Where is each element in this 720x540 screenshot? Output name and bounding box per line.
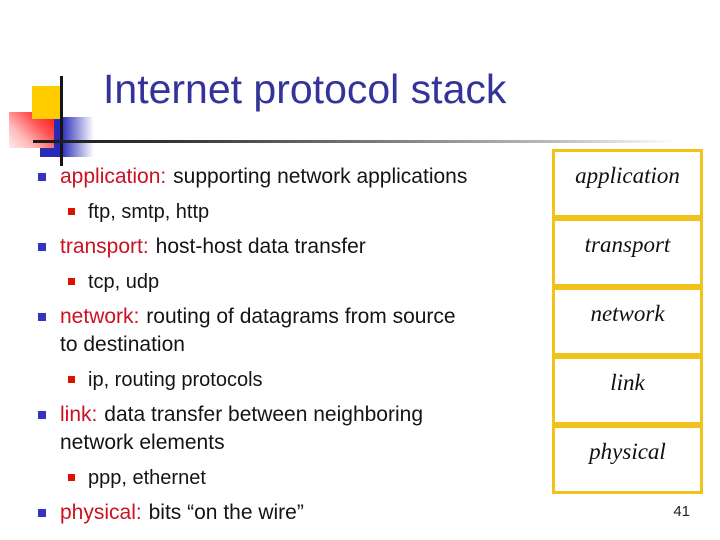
list-item-network: network:routing of datagrams from source… [36,303,541,359]
bullet-square-l1-icon [38,313,46,321]
stack-layer-transport: transport [552,218,703,287]
item-text: bits “on the wire” [148,501,304,524]
item-text: ip, routing protocols [88,369,263,391]
list-subitem-app-protocols: ftp, smtp, http [66,198,541,226]
item-text: host-host data transfer [155,235,366,258]
stack-layer-network: network [552,287,703,356]
bullet-square-l2-icon [68,474,75,481]
keyword-label: application: [60,165,167,188]
list-subitem-network-protocols: ip, routing protocols [66,366,541,394]
keyword-label: transport: [60,235,149,258]
slide-title: Internet protocol stack [103,66,507,112]
bullet-square-l2-icon [68,376,75,383]
keyword-label: network: [60,305,140,328]
bullet-square-l1-icon [38,509,46,517]
keyword-label: physical: [60,501,142,524]
logo-yellow-square-icon [32,86,62,119]
list-subitem-link-protocols: ppp, ethernet [66,464,541,492]
stack-layer-link: link [552,356,703,425]
title-divider-rule [33,140,700,143]
bullet-list: application: supporting network applicati… [36,163,541,534]
list-subitem-transport-protocols: tcp, udp [66,268,541,296]
item-text: supporting network applications [173,165,468,188]
keyword-label: link: [60,403,98,426]
item-text: ftp, smtp, http [88,201,210,223]
item-text: data transfer between neighboring networ… [60,403,424,454]
list-item-transport: transport: host-host data transfer [36,233,541,261]
stack-layer-physical: physical [552,425,703,494]
bullet-square-l1-icon [38,411,46,419]
logo-crosshair-vertical-line [60,76,63,166]
page-number: 41 [673,503,690,520]
list-item-physical: physical: bits “on the wire” [36,499,541,527]
list-item-link: link:data transfer between neighboring n… [36,401,541,457]
item-text: ppp, ethernet [88,467,206,489]
bullet-square-l1-icon [38,173,46,181]
bullet-square-l2-icon [68,278,75,285]
bullet-square-l2-icon [68,208,75,215]
bullet-square-l1-icon [38,243,46,251]
item-text: tcp, udp [88,271,160,293]
stack-layer-application: application [552,149,703,218]
item-text: routing of datagrams from source to dest… [60,305,456,356]
protocol-stack-table: application transport network link physi… [552,149,703,494]
list-item-application: application: supporting network applicati… [36,163,541,191]
